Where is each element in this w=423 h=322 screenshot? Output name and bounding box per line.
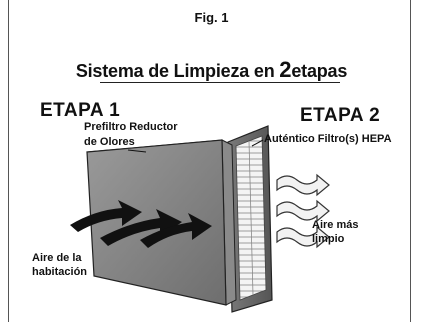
outflow-arrows	[276, 173, 330, 249]
figure-label: Fig. 1	[194, 10, 229, 25]
inflow-arrow	[140, 213, 212, 248]
title-number: 2	[279, 57, 292, 82]
stage2-heading: ETAPA 2	[300, 105, 381, 126]
stage1-label-line2: de Olores	[84, 136, 135, 148]
inflow-label-line2: habitación	[32, 266, 88, 278]
inflow-arrow	[100, 209, 182, 246]
prefilter-leader-line	[127, 149, 147, 153]
outflow-arrow	[276, 199, 330, 223]
outflow-label-line2: limpio	[312, 233, 345, 245]
inflow-arrow	[70, 200, 142, 232]
hepa-leader-line	[251, 139, 264, 147]
stage1-heading: ETAPA 1	[40, 100, 121, 121]
title-underline	[100, 82, 340, 83]
outflow-arrow	[276, 173, 330, 197]
stage2-label: Auténtico Filtro(s) HEPA	[264, 133, 392, 145]
figure-frame	[8, 0, 411, 322]
diagram-title: Sistema de Limpieza en 2etapas	[0, 57, 423, 83]
inflow-label-line1: Aire de la	[32, 252, 82, 264]
outflow-label-line1: Aire más	[312, 219, 359, 231]
inflow-arrows	[70, 200, 212, 248]
title-suffix: etapas	[291, 61, 348, 81]
title-prefix: Sistema de Limpieza en	[75, 61, 280, 81]
stage1-label-line1: Prefiltro Reductor	[84, 121, 178, 133]
outflow-arrow	[276, 225, 330, 249]
